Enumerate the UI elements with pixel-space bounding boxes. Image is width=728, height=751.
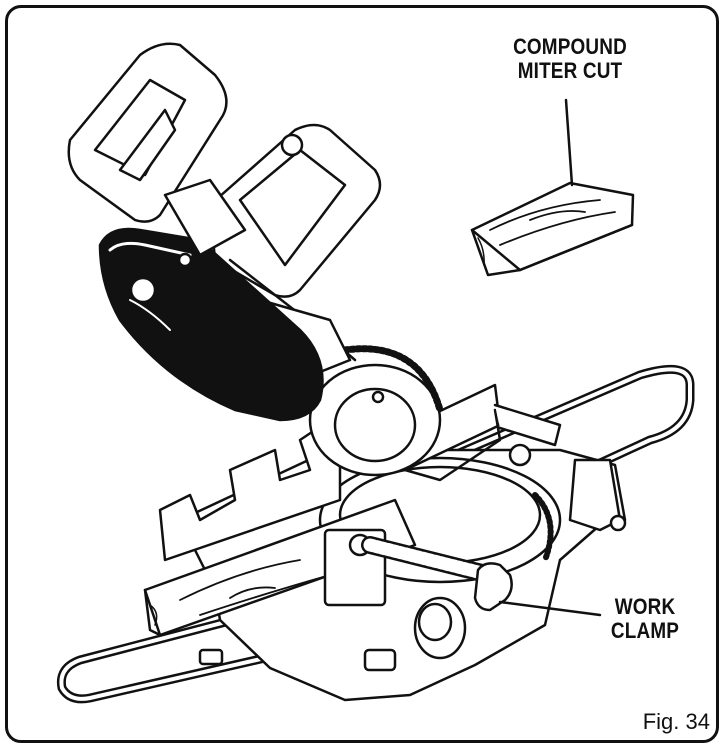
work-clamp-assembly (323, 528, 513, 660)
rear-rail (415, 364, 695, 505)
upper-guard (98, 227, 324, 422)
blade-guard (308, 345, 444, 477)
label-compound-line2: MITER CUT (517, 58, 623, 83)
label-clamp-line2: CLAMP (610, 618, 680, 643)
saw-handle (67, 42, 228, 223)
compound-miter-cut-block (470, 181, 635, 277)
label-clamp-line1: WORK (614, 594, 676, 619)
compound-leader-line (564, 98, 574, 187)
label-work-clamp: WORK CLAMP (593, 595, 696, 643)
front-rail (56, 595, 315, 704)
clamp-leader-line (498, 600, 602, 617)
label-compound-line1: COMPOUND (513, 34, 627, 59)
saw-arm (163, 178, 247, 268)
label-compound-miter-cut: COMPOUND MITER CUT (484, 35, 656, 83)
figure-caption: Fig. 34 (642, 709, 710, 734)
